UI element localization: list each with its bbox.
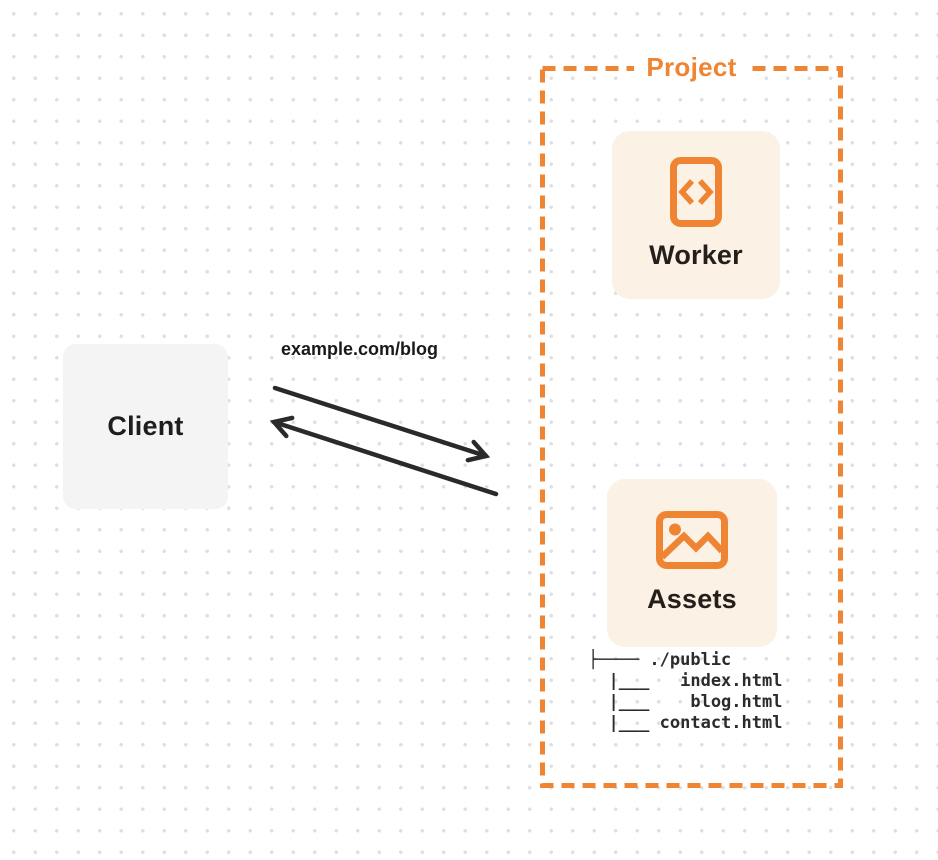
file-tree-line: |___ contact.html	[588, 713, 783, 733]
file-tree-line: |___ blog.html	[588, 692, 783, 712]
project-label: Project	[540, 52, 843, 83]
request-url-label: example.com/blog	[281, 339, 439, 359]
image-icon	[656, 511, 728, 569]
code-file-icon	[670, 157, 722, 227]
file-tree-line: |___ index.html	[588, 671, 783, 691]
request-arrow	[272, 385, 491, 463]
client-label: Client	[107, 411, 184, 441]
file-tree-line: ├──── ./public	[588, 650, 732, 670]
assets-file-tree: ├──── ./public |___ index.html |___ blog…	[588, 650, 782, 734]
assets-label: Assets	[647, 584, 737, 614]
response-arrow	[269, 415, 499, 497]
worker-card: Worker	[612, 131, 780, 299]
worker-label: Worker	[649, 240, 743, 270]
assets-card: Assets	[607, 479, 777, 647]
client-box: Client	[63, 344, 228, 509]
